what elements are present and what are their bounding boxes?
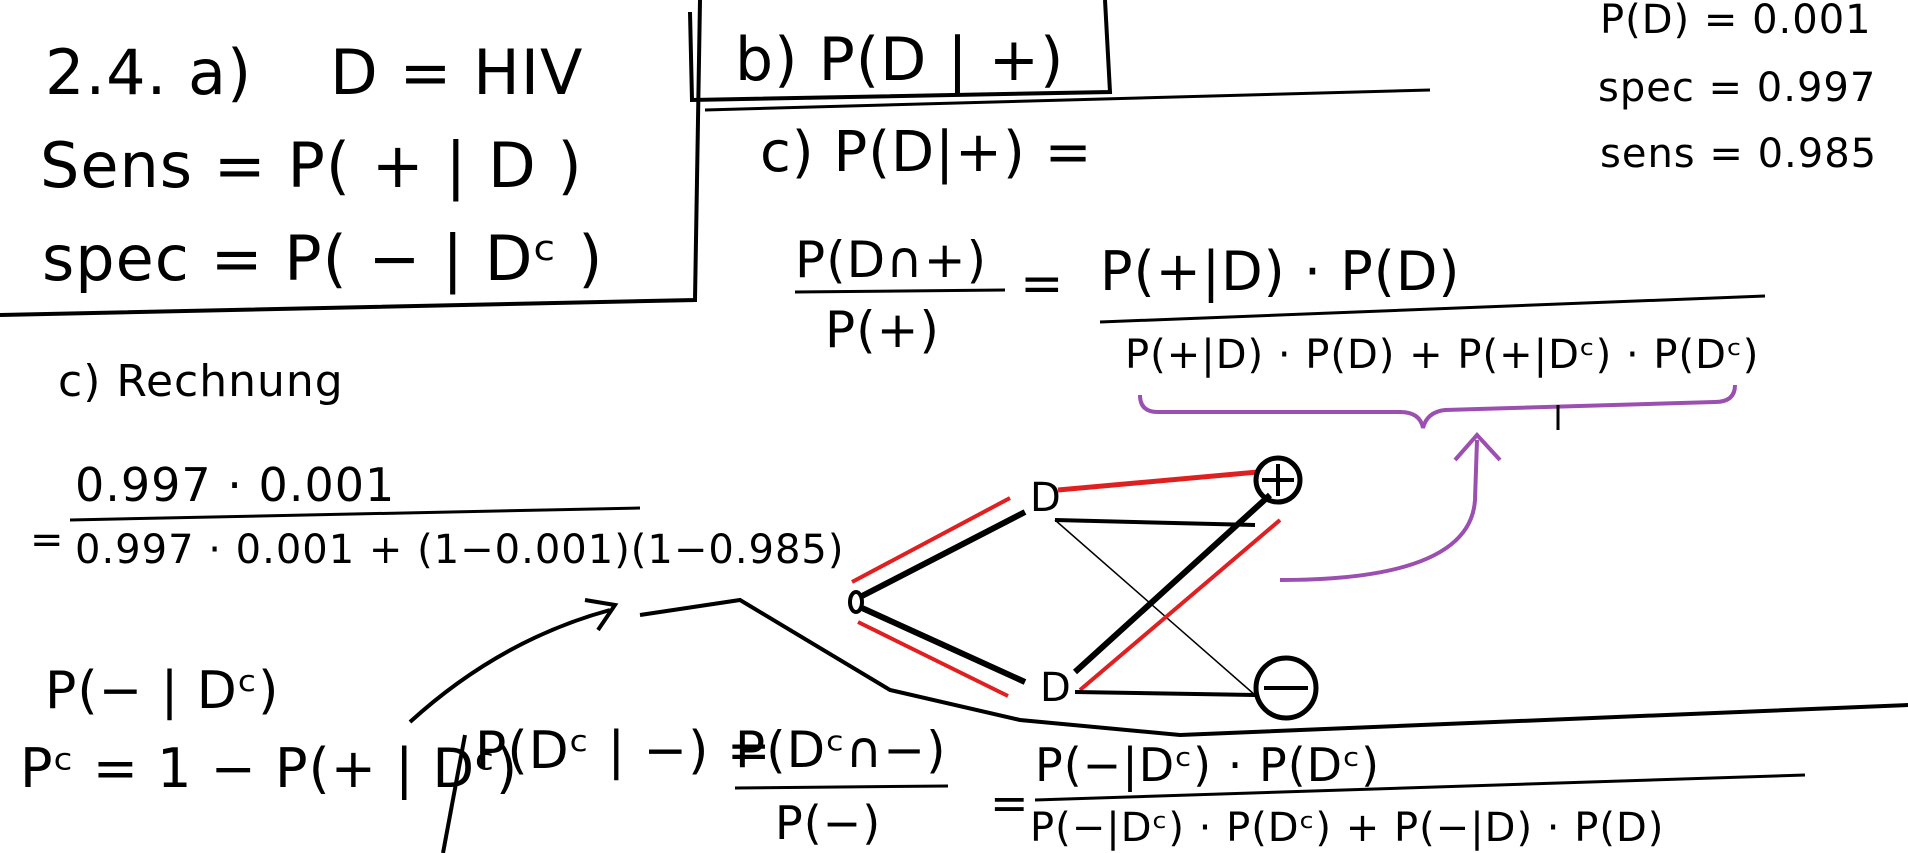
bottom-rhs-denominator: P(−|Dᶜ) · P(Dᶜ) + P(−|D) · P(D) <box>1030 805 1665 851</box>
highlight-root-dc <box>857 620 1009 698</box>
bottom-lhs: P(Dᶜ | −) = <box>475 721 772 781</box>
definition-spec: spec = P( − | Dᶜ ) <box>42 222 604 295</box>
black-arrow-line <box>408 608 611 724</box>
bayes-fraction-bar <box>1099 294 1766 324</box>
lhs-fraction-bar <box>794 288 1006 294</box>
branch-d-plus <box>1057 469 1259 493</box>
given-spec: spec = 0.997 <box>1598 65 1877 111</box>
branch-dc-plus <box>1072 492 1273 675</box>
black-arrow-head <box>584 598 619 632</box>
tree-root-node <box>848 590 864 614</box>
part-b-label: b) P(D | +) <box>735 25 1065 95</box>
probability-tree <box>848 455 1319 721</box>
lhs-equals: = <box>1020 254 1065 314</box>
bottom-equals: = <box>990 776 1030 830</box>
node-plus-circle <box>1253 455 1303 505</box>
tree-node-dc: D <box>1040 665 1071 711</box>
divider-line <box>639 597 1908 738</box>
bottom-divider <box>441 734 467 853</box>
calc-denominator: 0.997 · 0.001 + (1−0.001)(1−0.985) <box>75 527 845 573</box>
bayes-numerator: P(+|D) · P(D) <box>1100 240 1461 303</box>
branch-d-minus <box>1054 518 1256 527</box>
node-plus-sign <box>1262 464 1294 496</box>
complement-line2: Pᶜ = 1 − P(+ | Dᶜ) <box>20 737 519 800</box>
definition-sens: Sens = P( + | D ) <box>40 129 583 202</box>
calc-numerator: 0.997 · 0.001 <box>75 458 396 512</box>
branch-root-dc <box>860 605 1027 685</box>
node-minus-circle <box>1253 655 1319 721</box>
purple-arrow-line <box>1279 439 1479 582</box>
bottom-mid-bar <box>734 784 949 790</box>
part-c-header: c) P(D|+) = <box>760 120 1093 185</box>
branch-dc-minus <box>1074 690 1256 697</box>
branch-root-d <box>860 509 1027 599</box>
branch-d-minus-thin <box>1054 519 1256 696</box>
tree-node-d: D <box>1030 475 1061 521</box>
highlight-root-d <box>851 496 1011 584</box>
bottom-mid-numerator: P(Dᶜ∩−) <box>735 721 947 779</box>
lhs-denominator: P(+) <box>825 301 941 359</box>
heading-label: 2.4. a) <box>45 36 253 109</box>
given-sens: sens = 0.985 <box>1600 131 1878 177</box>
bottom-rhs-bar <box>1034 773 1806 802</box>
calc-label: c) Rechnung <box>58 356 344 407</box>
bayes-denominator: P(+|D) · P(D) + P(+|Dᶜ) · P(Dᶜ) <box>1125 332 1760 378</box>
bottom-rhs-numerator: P(−|Dᶜ) · P(Dᶜ) <box>1035 738 1381 792</box>
complement-line1: P(− | Dᶜ) <box>45 661 280 721</box>
lhs-numerator: P(D∩+) <box>795 231 988 289</box>
highlight-dc-plus <box>1078 518 1282 692</box>
calc-equals: = <box>30 517 65 563</box>
part-b-underline <box>704 88 1431 112</box>
given-p-d: P(D) = 0.001 <box>1600 0 1872 43</box>
definition-d: D = HIV <box>330 36 584 109</box>
calc-fraction-bar <box>69 506 641 522</box>
denominator-brace <box>1138 384 1737 429</box>
bottom-mid-denominator: P(−) <box>775 796 882 850</box>
part-b-box <box>688 0 1113 103</box>
purple-arrow-head <box>1453 432 1502 462</box>
